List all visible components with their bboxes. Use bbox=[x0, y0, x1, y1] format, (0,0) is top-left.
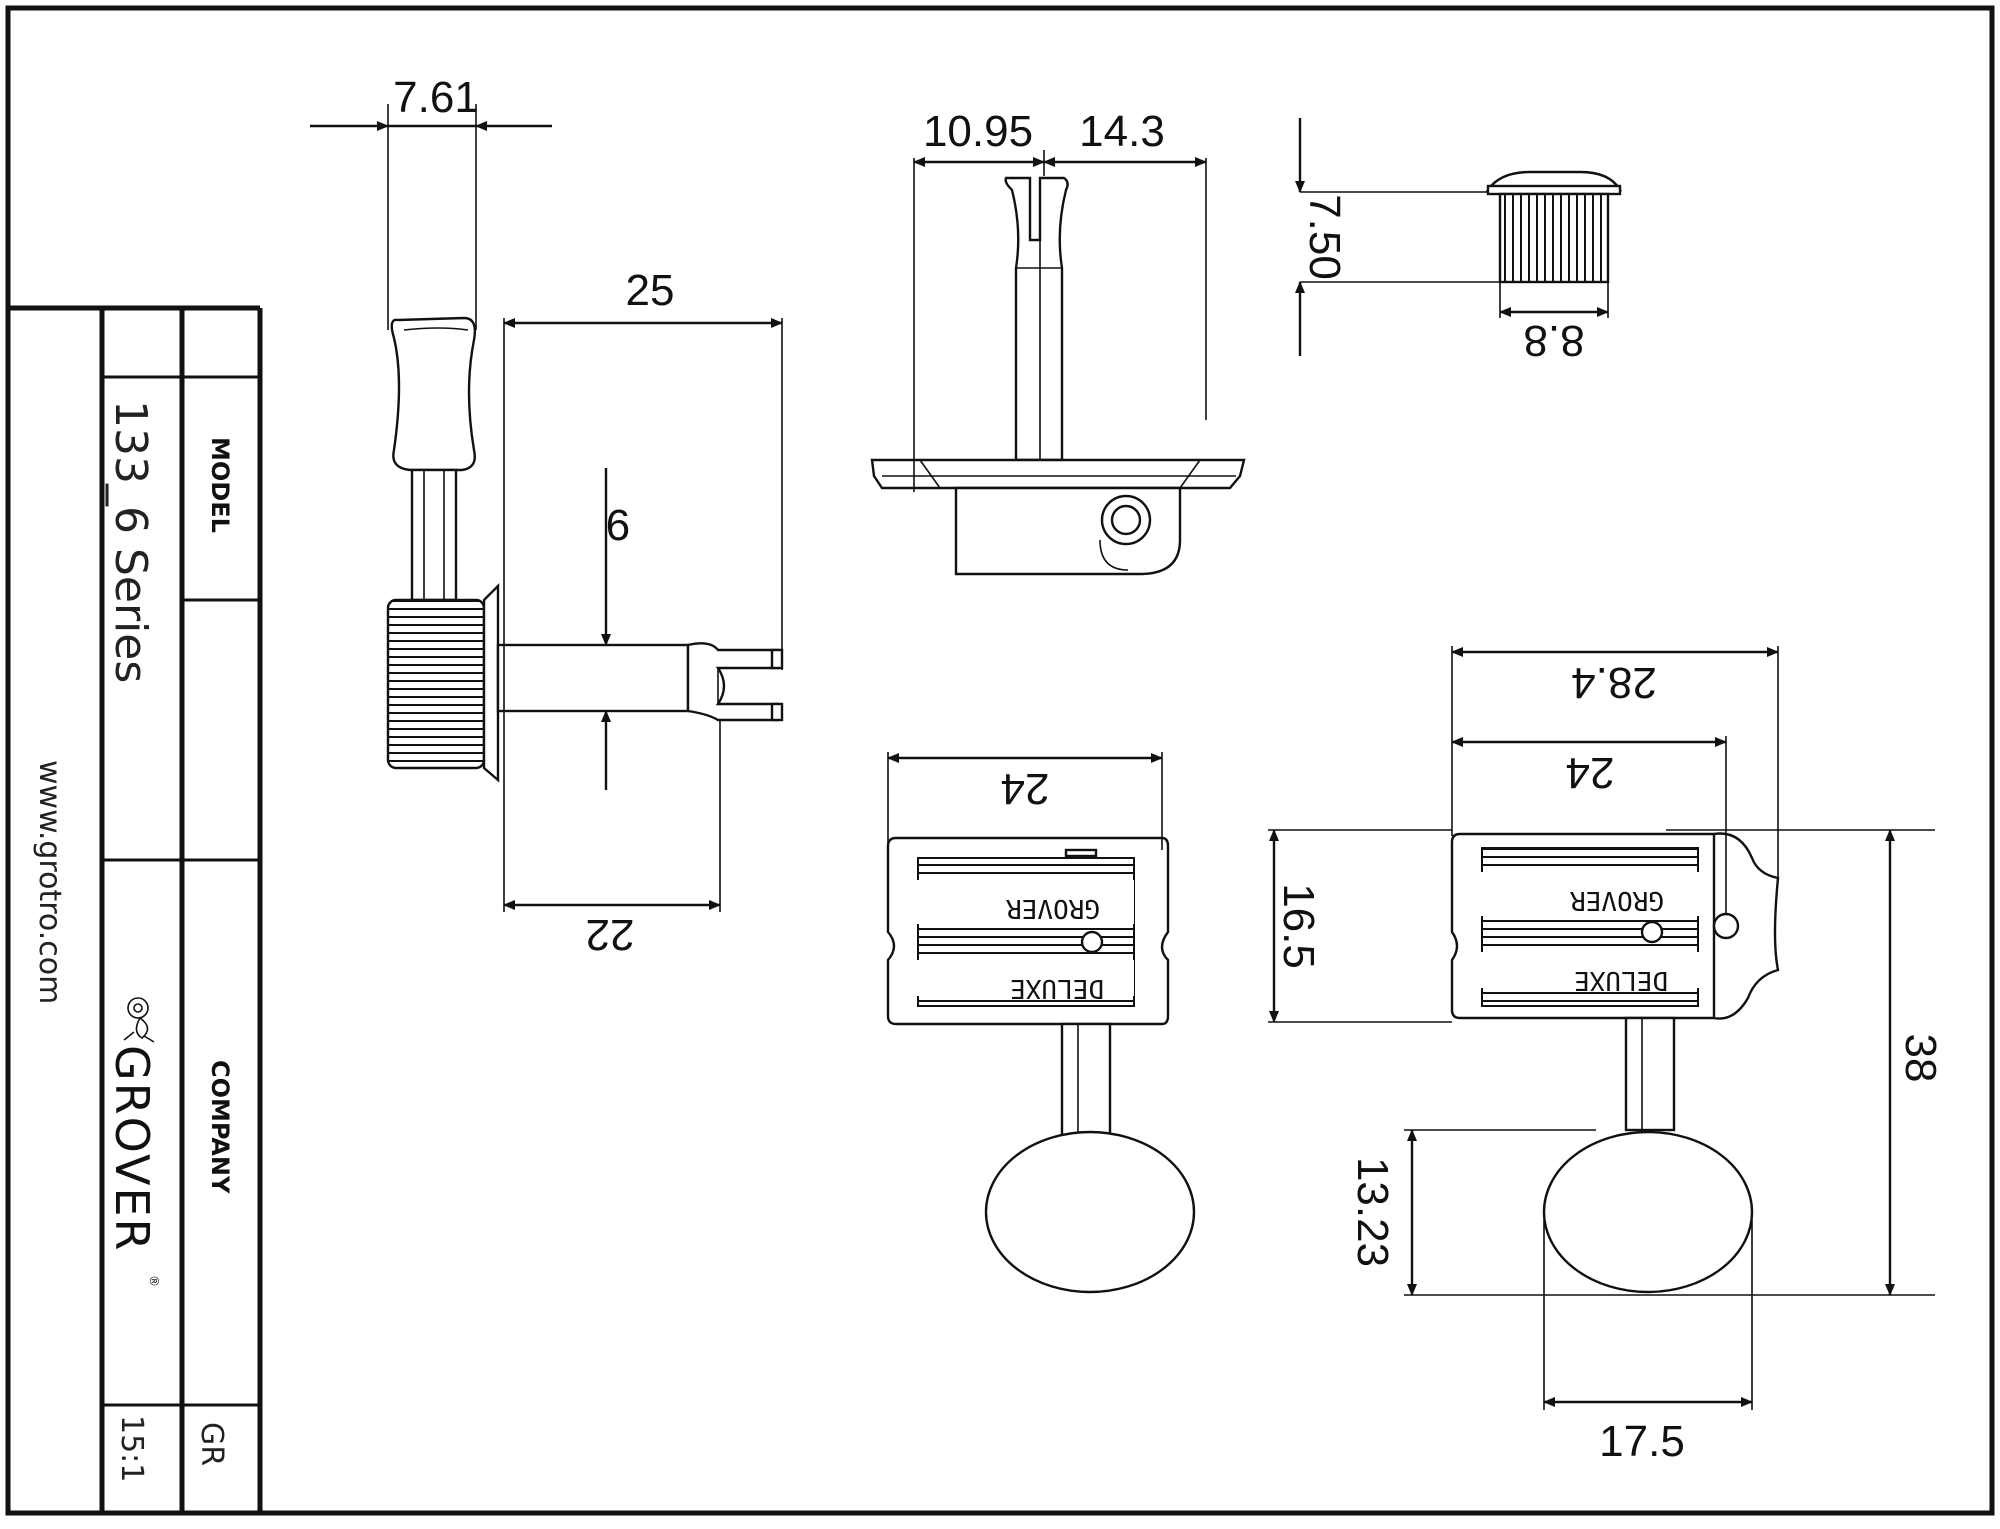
dim-back-total-width: 28.4 bbox=[1571, 658, 1657, 707]
dim-bushing-height: 7.50 bbox=[1300, 194, 1349, 280]
model-label: MODEL bbox=[206, 437, 234, 533]
title-block: MODEL 133_6 Series COMPANY GR 15:1 www.g… bbox=[8, 305, 263, 1513]
dim-post-length: 25 bbox=[626, 266, 675, 315]
registered-mark: ® bbox=[147, 1275, 161, 1287]
dim-overall-height: 38 bbox=[1896, 1034, 1945, 1083]
back-plate-line2: DELUXE bbox=[1574, 965, 1668, 995]
model-value: 133_6 Series bbox=[105, 400, 156, 683]
front-plate-line2: DELUXE bbox=[1010, 973, 1104, 1003]
dim-housing-height: 16.5 bbox=[1274, 883, 1323, 969]
bushing-view: 7.50 8.8 bbox=[1295, 118, 1623, 365]
drawing-border bbox=[5, 5, 1995, 1516]
dim-bushing-width: 8.8 bbox=[1523, 316, 1584, 365]
side-knob-shape bbox=[390, 316, 477, 472]
dim-back-width: 24 bbox=[1566, 748, 1615, 797]
dim-shaft-left: 10.95 bbox=[923, 107, 1033, 156]
scale-value: 15:1 bbox=[114, 1415, 149, 1482]
grover-logo-icon bbox=[123, 997, 155, 1043]
post-end-view: 10.95 14.3 bbox=[870, 107, 1246, 576]
dim-front-width: 24 bbox=[1001, 764, 1050, 813]
dim-post-height: 9 bbox=[606, 500, 630, 549]
back-plate-line1: GROVER bbox=[1570, 885, 1664, 915]
company-label: COMPANY bbox=[206, 1060, 234, 1194]
dim-button-height: 13.23 bbox=[1348, 1157, 1397, 1267]
company-value: GR bbox=[194, 1422, 229, 1466]
back-view: GROVER DELUXE 28.4 24 16.5 38 13.23 bbox=[1268, 646, 1945, 1466]
dim-post-base: 22 bbox=[586, 910, 635, 959]
dim-button-width: 17.5 bbox=[1599, 1417, 1685, 1466]
dim-knob-width: 7.61 bbox=[393, 73, 479, 122]
website-text: www.grotro.com bbox=[32, 760, 67, 1004]
front-view: GROVER DELUXE 24 bbox=[886, 752, 1196, 1294]
front-plate-line1: GROVER bbox=[1006, 893, 1100, 923]
side-view: 7.61 25 9 22 bbox=[310, 73, 784, 959]
logo-wordmark: GROVER bbox=[105, 1045, 159, 1253]
dim-shaft-right: 14.3 bbox=[1079, 107, 1165, 156]
